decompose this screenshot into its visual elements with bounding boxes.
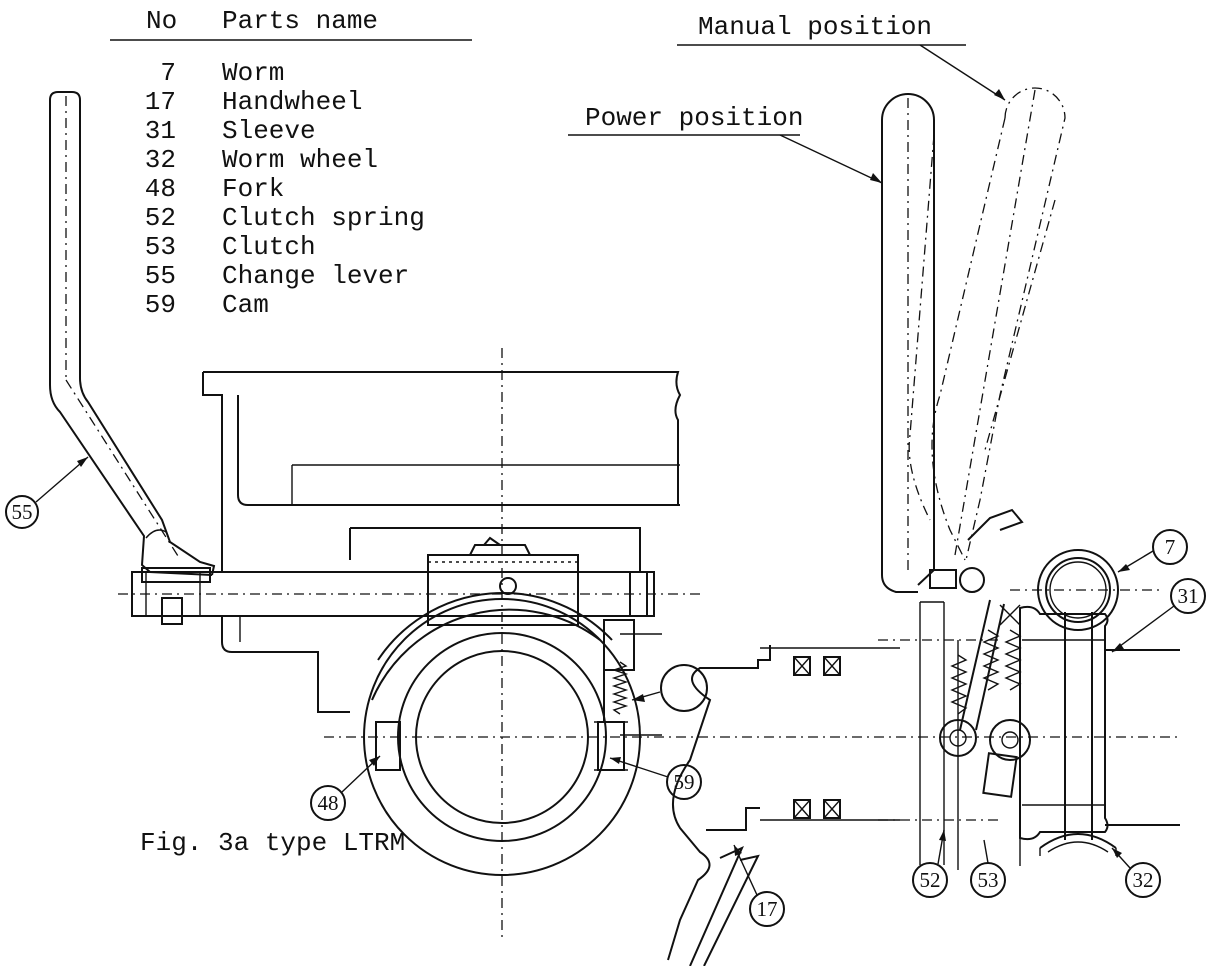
change-lever-left bbox=[49, 91, 216, 576]
callout-59-label: 59 bbox=[674, 770, 695, 794]
callout-32: 32 bbox=[1111, 847, 1161, 898]
parts-table-row-name: Clutch bbox=[222, 232, 316, 262]
parts-table-header-name: Parts name bbox=[222, 6, 378, 36]
parts-table-header-no: No bbox=[146, 6, 177, 36]
parts-table: No Parts name 7 Worm 17 Handwheel 31 Sleeve 32… bbox=[110, 6, 472, 320]
parts-table-row-no: 17 bbox=[145, 87, 176, 117]
callout-31-label: 31 bbox=[1178, 584, 1199, 608]
parts-table-row-name: Worm wheel bbox=[222, 145, 378, 175]
callout-7: 7 bbox=[1117, 529, 1188, 573]
manual-position-leader bbox=[919, 44, 1006, 101]
callout-52: 52 bbox=[912, 829, 948, 898]
parts-table-row-no: 53 bbox=[145, 232, 176, 262]
callout-48-label: 48 bbox=[318, 791, 339, 815]
figure-caption: Fig. 3a type LTRM bbox=[140, 828, 405, 858]
parts-table-row-no: 48 bbox=[145, 174, 176, 204]
sleeve-assembly bbox=[1010, 549, 1180, 856]
parts-table-row-no: 59 bbox=[145, 290, 176, 320]
parts-table-row-name: Clutch spring bbox=[222, 203, 425, 233]
parts-table-rows: 7 Worm 17 Handwheel 31 Sleeve 32 Worm wheel 48 Fo… bbox=[145, 58, 425, 320]
callout-53-label: 53 bbox=[978, 868, 999, 892]
callout-31: 31 bbox=[1111, 578, 1206, 653]
change-lever-right bbox=[881, 87, 1066, 593]
clamp-block bbox=[427, 536, 579, 626]
lever-shaft bbox=[118, 567, 700, 625]
callout-59: 59 bbox=[609, 757, 702, 800]
callout-52-label: 52 bbox=[920, 868, 941, 892]
worm-wheel-assembly bbox=[363, 592, 708, 876]
parts-table-row-no: 32 bbox=[145, 145, 176, 175]
parts-table-row-name: Fork bbox=[222, 174, 284, 204]
callout-7-label: 7 bbox=[1165, 535, 1176, 559]
parts-table-row-no: 7 bbox=[160, 58, 176, 88]
parts-table-row-name: Worm bbox=[222, 58, 284, 88]
manual-position-label: Manual position bbox=[698, 12, 932, 42]
power-position-arrowhead bbox=[870, 173, 882, 183]
parts-table-row-name: Change lever bbox=[222, 261, 409, 291]
callout-48: 48 bbox=[310, 755, 381, 821]
parts-table-row-name: Handwheel bbox=[222, 87, 362, 117]
parts-table-row-no: 55 bbox=[145, 261, 176, 291]
manual-position-arrowhead bbox=[994, 89, 1005, 100]
parts-table-row-name: Sleeve bbox=[222, 116, 316, 146]
callout-55-label: 55 bbox=[12, 500, 33, 524]
housing bbox=[202, 371, 682, 713]
handwheel-side bbox=[667, 645, 900, 966]
callout-55: 55 bbox=[5, 456, 89, 529]
parts-table-row-no: 31 bbox=[145, 116, 176, 146]
callout-53: 53 bbox=[970, 839, 1006, 898]
power-position-leader bbox=[779, 134, 883, 184]
parts-table-row-no: 52 bbox=[145, 203, 176, 233]
callout-32-label: 32 bbox=[1133, 868, 1154, 892]
callout-17: 17 bbox=[733, 844, 785, 927]
power-position-label: Power position bbox=[585, 103, 803, 133]
parts-table-row-name: Cam bbox=[222, 290, 269, 320]
clutch-linkage bbox=[878, 508, 1031, 870]
callout-17-label: 17 bbox=[757, 897, 778, 921]
